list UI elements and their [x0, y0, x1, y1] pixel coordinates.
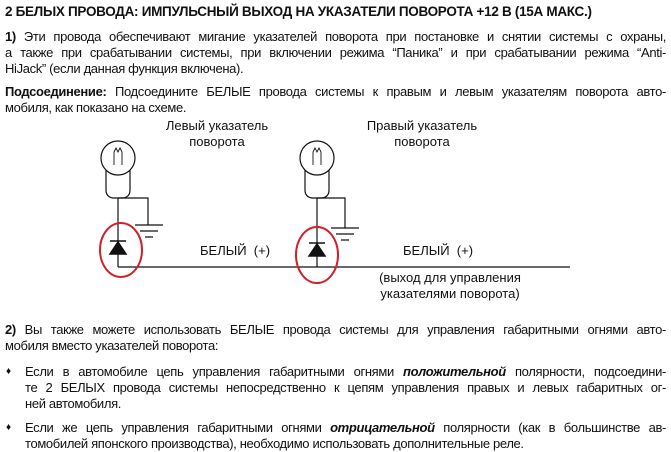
bullet-line: ней автомобиля.	[25, 396, 122, 411]
output-label: указателями поворота)	[380, 286, 519, 301]
bullet-text: Если же цепь управления габаритными огня…	[25, 420, 331, 435]
right-indicator-label: Правый указатель	[367, 118, 478, 133]
bullet-emphasis: положительной	[403, 364, 506, 379]
connection-line: Подсоединение: Подсоедините БЕЛЫЕ провод…	[5, 84, 666, 100]
para1-line: 1) Эти провода обеспечивают мигание указ…	[5, 29, 666, 45]
bullet-diamond-icon: ♦	[6, 366, 12, 377]
left-ground-wire	[118, 197, 149, 225]
bullet-text: Если в автомобиле цепь управления габари…	[25, 364, 403, 379]
right-bulb-icon	[299, 140, 335, 199]
section-title: 2 БЕЛЫХ ПРОВОДА: ИМПУЛЬСНЫЙ ВЫХОД НА УКА…	[5, 4, 592, 19]
left-indicator-label: поворота	[189, 134, 245, 149]
para2-line: 2) Вы также можете использовать БЕЛЫЕ пр…	[5, 322, 666, 338]
left-indicator-label: Левый указатель	[166, 118, 269, 133]
bullet-item: Если же цепь управления габаритными огня…	[25, 420, 666, 436]
wire-label: БЕЛЫЙ (+)	[403, 243, 473, 258]
left-diode-icon	[108, 240, 128, 255]
para1-text: Эти провода обеспечивают мигание указате…	[23, 29, 666, 44]
right-ground-wire	[317, 197, 346, 228]
connection-line: мобиля, как показано на схеме.	[5, 100, 187, 115]
connection-label: Подсоединение:	[5, 84, 107, 99]
wire-label: БЕЛЫЙ (+)	[200, 243, 270, 258]
bullet-text: полярности (как в большинстве ав-	[434, 420, 666, 435]
left-bulb-icon	[100, 140, 136, 199]
output-label: (выход для управления	[379, 270, 521, 285]
para1-line: а также при срабатывании системы, при вк…	[5, 45, 666, 60]
right-ground-icon	[331, 227, 359, 241]
right-diode-icon	[307, 242, 327, 257]
para2-number: 2)	[5, 322, 16, 337]
right-diode-highlight	[295, 226, 339, 284]
para2-line: мобиля вместо указателей поворота:	[5, 338, 219, 353]
bullet-line: те 2 БЕЛЫХ провода системы непосредствен…	[25, 380, 666, 395]
para1-number: 1)	[5, 29, 16, 44]
left-ground-icon	[135, 224, 163, 238]
bullet-emphasis: отрицательной	[330, 420, 435, 435]
bullet-diamond-icon: ♦	[6, 422, 12, 433]
bullet-line: томобилей японского производства), необх…	[25, 436, 524, 451]
para2-text: Вы также можете использовать БЕЛЫЕ прово…	[24, 322, 667, 337]
para1-line: HiJack” (если данная функция включена).	[5, 61, 244, 76]
left-diode-highlight	[99, 222, 143, 278]
connection-text: Подсоедините БЕЛЫЕ провода системы к пра…	[114, 84, 667, 99]
bullet-item: Если в автомобиле цепь управления габари…	[25, 364, 666, 380]
bullet-text: полярности, подсоедини-	[505, 364, 666, 379]
right-indicator-label: поворота	[394, 134, 450, 149]
